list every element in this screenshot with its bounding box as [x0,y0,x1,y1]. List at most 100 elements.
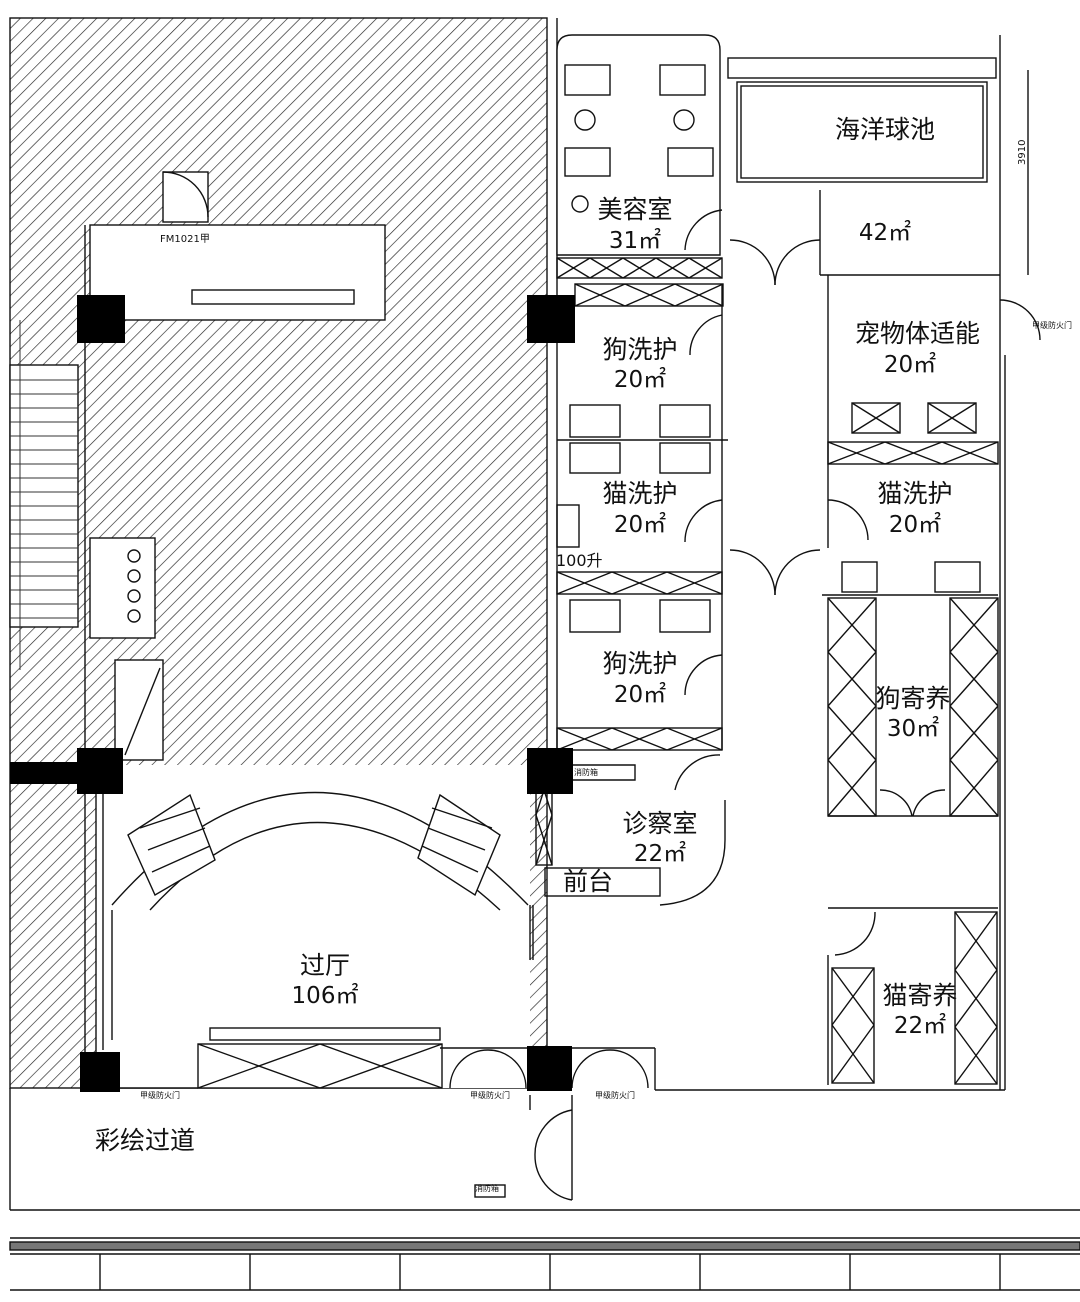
column-5 [80,1052,120,1092]
vent-circle-1 [127,549,141,563]
fire-door-label-mid: 甲级防火门 [470,1091,510,1100]
groom-basin-3 [571,195,589,213]
elevator-shaft [89,537,156,639]
cabinet-strip-3 [556,571,723,595]
hydrant-label-exam: 消防箱 [574,768,598,777]
room-exam-name: 诊察室 [622,809,698,838]
door-swing-cat-wash-left [684,499,723,543]
column-6 [527,1046,572,1091]
groom-basin-2 [673,109,695,131]
room-dog-wash-2-area: 20㎡ [613,682,667,708]
dog-kennel-left-diag-4 [827,651,877,707]
dog-kennel-left-diag-8 [827,759,877,817]
groom-table-1 [564,64,611,96]
cabinet-strip-1-diag-2 [556,257,591,279]
room-dog-boarding-area: 30㎡ [886,716,940,742]
shaft-box [114,659,164,761]
door-swing-pool-right [774,239,821,286]
inner-counter [191,289,355,305]
cabinet-strip-4-diag-4 [611,727,668,751]
room-hall-name: 过厅 [299,951,350,980]
bench-right-line-3 [421,845,479,873]
dimension-label: 3910 [1017,139,1028,165]
cabinet-strip-1-diag-4 [589,257,624,279]
ball-pool-outer [736,81,988,183]
dog-kennel-right-diag-4 [949,651,999,707]
door-swing-pool-left [729,239,776,286]
column-2 [527,295,575,343]
room-dog-wash-2-name: 狗洗护 [602,649,678,678]
door-swing-mid-right [774,549,821,596]
cabinet-strip-1-diag-10 [688,257,723,279]
inner-door-box [162,171,209,223]
cabinet-strip-1 [556,257,723,279]
door-swing-dog-wash-1 [689,314,723,356]
groom-table-2 [659,64,706,96]
room-cat-wash-right-area: 20㎡ [888,512,942,538]
wash-tub-1 [569,404,621,438]
room-grooming-name: 美容室 [597,195,673,224]
cat-wash-tub-2 [934,561,981,593]
fitness-crate-1 [851,402,901,434]
wash-tub-6 [659,599,711,633]
cat-kennel-right-diag-2 [954,911,998,971]
cabinet-strip-4-diag-2 [556,727,613,751]
door-swing-fire-door-right [999,299,1041,341]
cabinet-strip-4-diag-6 [666,727,723,751]
groom-table-3 [564,147,611,177]
room-cat-boarding-name: 猫寄养 [882,981,958,1010]
bench-left-line-3 [151,845,211,873]
fitness-crate-2 [927,402,977,434]
room-reception-name: 前台 [562,867,613,896]
cat-kennel-right [954,911,998,1085]
cabinet-strip-2-diag-6 [674,283,724,307]
fire-door-swing-5 [534,1109,573,1156]
hall-bottom-bench [209,1027,441,1041]
wash-tub-3 [569,442,621,474]
room-exam-area: 22㎡ [633,841,687,867]
room-dog-boarding-name: 狗寄养 [875,684,951,713]
room-fitness-name: 宠物体适能 [854,319,980,348]
fire-door-swing-3 [571,1049,611,1089]
dog-kennel-right-diag-2 [949,597,999,653]
room-corridor-name: 彩绘过道 [94,1126,195,1155]
stair-area [9,364,79,628]
column-4 [527,748,573,794]
cat-kennel-right-diag-4 [954,969,998,1028]
door-code-label: FM1021甲 [160,234,210,245]
room-cat-wash-left-area: 20㎡ [613,512,667,538]
exam-room-curved-wall [659,800,726,906]
cabinet-strip-1-diag-6 [622,257,657,279]
room-hall-area: 106㎡ [291,983,359,1009]
tank-box [556,504,580,548]
door-swing-cat-wash-right [827,499,869,541]
vent-circle-3 [127,589,141,603]
room-cat-wash-right-name: 猫洗护 [877,479,953,508]
bench-right [417,793,501,897]
bench-left-line-2 [147,827,206,851]
cabinet-strip-5-diag-6 [941,441,999,465]
cabinet-cross-2 [197,1043,321,1089]
wall-stub-west [10,762,85,784]
fire-door-swing-4 [609,1049,649,1089]
cabinet-strip-1-diag-8 [655,257,690,279]
fm-door-swing [162,171,209,218]
cabinet-strip-5-diag-4 [884,441,943,465]
fitness-crate-2-diag-2 [927,402,977,434]
groom-basin-1 [574,109,596,131]
cabinet-cross-4 [319,1043,443,1089]
tank-label: 100升 [556,551,603,570]
door-swing-grooming [684,209,723,251]
fitness-crate-1-diag-2 [851,402,901,434]
bench-left-line-1 [139,807,201,829]
ball-pool-top-strip [727,57,997,79]
cat-kennel-right-diag-6 [954,1026,998,1085]
inner-room [89,224,386,321]
dog-kennel-right-diag-8 [949,759,999,817]
bench-left [127,793,216,896]
grooming-room-outline [556,34,721,256]
door-swing-cat-boarding [834,911,876,956]
cat-kennel-left-diag-4 [831,1024,875,1084]
door-swing-dog-boarding-right [912,789,946,817]
